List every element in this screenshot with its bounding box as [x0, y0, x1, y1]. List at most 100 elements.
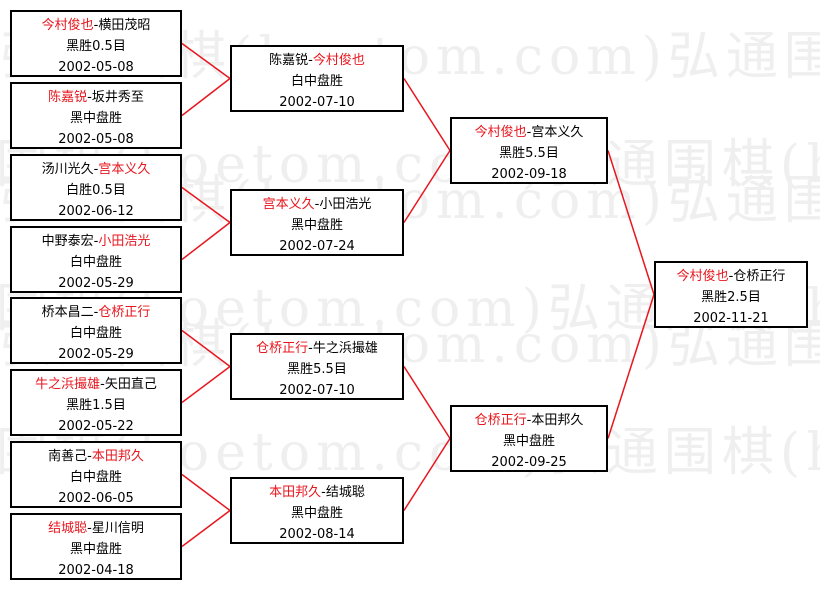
match-date: 2002-07-24: [279, 239, 355, 254]
match-result: 黑中盘胜: [290, 218, 343, 233]
connector-line: [181, 473, 231, 512]
player-black: 陈嘉锐: [48, 90, 88, 105]
match-result: 黑中盘胜: [69, 111, 122, 126]
match-players: 陈嘉锐-今村俊也: [232, 50, 402, 71]
match-players: 本田邦久-结城聪: [232, 482, 402, 503]
match-date: 2002-11-21: [693, 311, 769, 326]
player-separator: -: [87, 90, 92, 105]
match-date: 2002-07-10: [279, 95, 355, 110]
round2-match-box: 宫本义久-小田浩光黑中盘胜 2002-07-24: [230, 189, 404, 256]
match-result: 白中盘胜: [290, 74, 343, 89]
player-white: 星川信明: [91, 521, 144, 536]
player-black: 陈嘉锐: [269, 53, 309, 68]
match-date: 2002-04-18: [58, 563, 134, 578]
player-separator: -: [308, 53, 313, 68]
round2-match-box: 陈嘉锐-今村俊也白中盘胜 2002-07-10: [230, 45, 404, 112]
match-result: 白中盘胜: [69, 326, 122, 341]
player-white: 坂井秀至: [91, 90, 144, 105]
match-players: 宫本义久-小田浩光: [232, 194, 402, 215]
player-white: 小田浩光: [319, 197, 372, 212]
player-separator: -: [93, 305, 99, 320]
connector-line: [607, 294, 655, 439]
player-separator: -: [526, 125, 532, 140]
player-black: 桥本昌二: [41, 305, 94, 320]
match-result: 黑胜1.5目: [66, 398, 126, 413]
connector-line: [181, 42, 231, 80]
match-date: 2002-05-08: [58, 60, 134, 75]
player-separator: -: [526, 413, 532, 428]
player-black: 宫本义久: [262, 197, 315, 212]
match-players: 今村俊也-横田茂昭: [12, 15, 180, 36]
player-separator: -: [87, 521, 92, 536]
match-players: 今村俊也-仓桥正行: [656, 266, 806, 287]
player-black: 结城聪: [48, 521, 88, 536]
player-black: 南善己: [48, 449, 88, 464]
connector-line: [403, 78, 451, 151]
match-result: 黑胜2.5目: [701, 290, 761, 305]
player-white: 今村俊也: [312, 53, 365, 68]
connector-line: [181, 186, 231, 224]
match-result: 黑中盘胜: [290, 506, 343, 521]
player-separator: -: [308, 341, 313, 356]
player-separator: -: [93, 162, 99, 177]
match-players: 牛之浜撮雄-矢田直己: [12, 374, 180, 395]
match-result: 黑胜5.5目: [287, 362, 347, 377]
round1-match-box: 牛之浜撮雄-矢田直己黑胜1.5目 2002-05-22: [10, 369, 182, 436]
connector-line: [181, 365, 231, 404]
match-date: 2002-07-10: [279, 383, 355, 398]
round1-match-box: 桥本昌二-仓桥正行白中盘胜 2002-05-29: [10, 297, 182, 364]
match-players: 中野泰宏-小田浩光: [12, 231, 180, 252]
match-result: 白胜0.5目: [66, 183, 126, 198]
match-date: 2002-05-29: [58, 347, 134, 362]
player-black: 仓桥正行: [474, 413, 527, 428]
match-players: 南善己-本田邦久: [12, 446, 180, 467]
final-match-box: 今村俊也-仓桥正行黑胜2.5目 2002-11-21: [654, 261, 808, 328]
player-white: 横田茂昭: [98, 18, 151, 33]
match-players: 结城聪-星川信明: [12, 518, 180, 539]
connector-line: [181, 509, 231, 548]
match-result: 白中盘胜: [69, 255, 122, 270]
match-result: 黑中盘胜: [502, 434, 555, 449]
player-white: 本田邦久: [531, 413, 584, 428]
player-black: 仓桥正行: [256, 341, 309, 356]
player-separator: -: [87, 449, 92, 464]
player-black: 今村俊也: [676, 269, 729, 284]
connector-line: [181, 77, 231, 117]
player-white: 结城聪: [325, 485, 365, 500]
player-white: 宫本义久: [98, 162, 151, 177]
match-players: 汤川光久-宫本义久: [12, 159, 180, 180]
match-players: 陈嘉锐-坂井秀至: [12, 87, 180, 108]
player-separator: -: [321, 485, 326, 500]
match-date: 2002-06-05: [58, 491, 134, 506]
match-date: 2002-08-14: [279, 527, 355, 542]
match-result: 黑胜5.5目: [499, 146, 559, 161]
round1-match-box: 汤川光久-宫本义久白胜0.5目 2002-06-12: [10, 154, 182, 221]
player-white: 小田浩光: [98, 234, 151, 249]
match-players: 今村俊也-宫本义久: [452, 122, 606, 143]
player-white: 宫本义久: [531, 125, 584, 140]
match-date: 2002-05-22: [58, 419, 134, 434]
player-white: 本田邦久: [91, 449, 144, 464]
match-date: 2002-05-29: [58, 276, 134, 291]
player-white: 仓桥正行: [98, 305, 151, 320]
connector-line: [181, 221, 231, 261]
player-separator: -: [100, 377, 105, 392]
player-separator: -: [314, 197, 320, 212]
connector-line: [403, 438, 451, 511]
player-white: 仓桥正行: [733, 269, 786, 284]
match-date: 2002-06-12: [58, 204, 134, 219]
connector-line: [181, 329, 231, 368]
connector-line: [607, 150, 655, 295]
player-separator: -: [93, 234, 99, 249]
round1-match-box: 中野泰宏-小田浩光白中盘胜 2002-05-29: [10, 226, 182, 293]
player-black: 中野泰宏: [41, 234, 94, 249]
